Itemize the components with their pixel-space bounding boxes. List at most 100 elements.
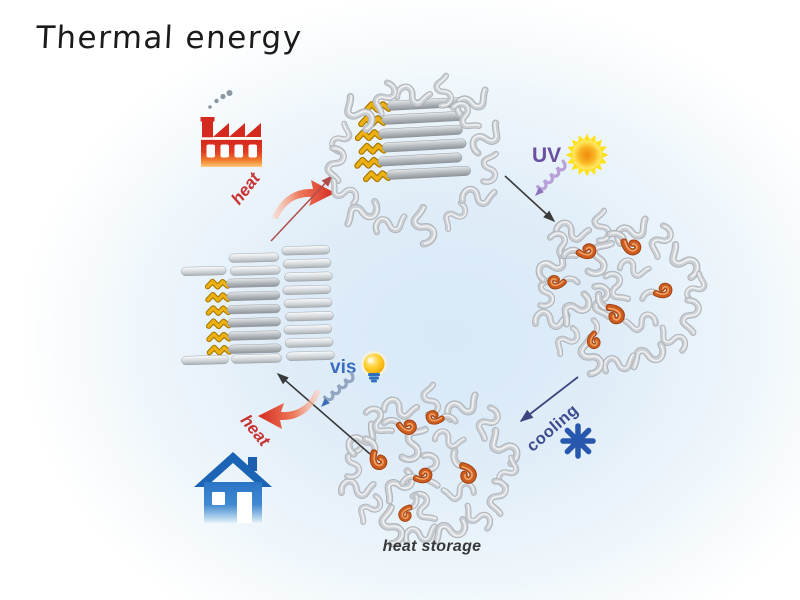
mesogen-rod [381,110,467,125]
house-icon [194,452,272,523]
azobenzene-zigzag [209,321,229,327]
mesogen-rod [282,258,332,269]
mesogen-rod [227,317,281,328]
switched-molecule [642,282,669,303]
molecule-squiggle [434,428,464,449]
sun-ray [567,146,575,153]
heat-storage-label: heat storage [383,538,482,555]
heat-input-arrow [272,180,335,219]
ordered-crystal [181,245,335,366]
light-bulb-icon [361,351,387,383]
mesogen-rod [226,277,280,288]
mesogen-rod [377,152,463,167]
molecule-squiggle [553,327,581,355]
sun-ray [594,139,603,148]
mesogen-rod [386,165,471,180]
crystallization-arrow [276,373,371,455]
azobenzene-zigzag [358,131,381,138]
sun-disc [572,140,602,170]
molecule-squiggle [647,225,674,258]
sun-ray [578,167,585,175]
molecule-squiggle [410,207,437,245]
molecule-squiggle [681,300,701,333]
uv-label: UV [532,144,561,167]
azobenzene-zigzag [366,172,389,179]
sun-ray [565,151,573,159]
molecule-squiggle [666,243,702,279]
molecule-squiggle [374,215,406,234]
sun-ray [571,139,580,148]
azobenzene-zigzag [361,145,384,152]
uv-photon-arrowhead [535,187,544,196]
sun-ray [567,157,575,164]
molecule-squiggle [443,481,474,501]
sun-ray [594,162,603,171]
sun-ray [589,167,596,175]
melting-transition-arrow [270,174,334,242]
sun-ray [583,169,591,177]
snowflake-icon [560,423,596,459]
mesogen-rod [181,355,229,366]
sun-icon [565,133,609,177]
switched-molecule [549,269,578,295]
molecule-squiggle [441,202,469,230]
mesogen-rod [281,245,330,256]
mesogen-rod [228,343,282,354]
azobenzene-zigzag [209,334,229,340]
mesogen-rod [228,252,280,263]
cooling-arrow [519,376,579,423]
molecule-squiggle [625,312,656,332]
mesogen-rod [286,350,335,361]
smoke-dot [220,93,226,100]
sun-ray [589,135,596,143]
sun-ray [583,133,591,141]
sun-ray [578,135,585,143]
azobenzene-zigzag [208,307,228,313]
azobenzene-zigzag [357,159,380,166]
sun-ray [599,157,607,164]
mesogen-rod [226,290,281,302]
molecule-cluster-bottom [341,384,521,544]
heat-release-arrow [258,390,321,429]
molecule-squiggle [558,293,593,326]
smoke-dot [226,90,233,96]
molecule-squiggle [619,257,649,278]
molecule-cluster-right [535,210,709,374]
molecule-squiggle [341,480,373,497]
molecule-squiggle [482,153,498,183]
azobenzene-zigzag [207,281,227,287]
molecule-squiggle [603,354,635,373]
smoke-dot [214,98,219,104]
heat-input-label: heat [227,168,264,208]
uv-transition-arrow [504,175,556,223]
vis-photon-arrowhead [321,398,330,407]
switched-molecule [445,451,479,482]
sun-ray [571,162,580,171]
molecule-squiggle [488,481,508,514]
mesogen-rod [283,324,332,335]
molecule-squiggle [462,188,494,205]
factory-icon [200,90,263,167]
mesogen-rod [227,304,281,315]
mesogen-rod [378,124,463,139]
switched-molecule [564,239,594,264]
mesogen-rod [285,311,334,322]
mesogen-rod [227,330,282,341]
azobenzene-zigzag [209,347,229,353]
molecule-squiggle [383,397,417,419]
smoke-dot [208,105,212,109]
molecule-squiggle [328,179,360,205]
mesogen-rod [282,284,331,295]
sun-ray [599,146,607,153]
azobenzene-zigzag [208,294,228,300]
molecule-squiggle [486,429,522,465]
snowflake-center [574,437,582,445]
sun-ray [601,151,609,159]
mesogen-rod [181,266,227,277]
mesogen-rod [230,265,281,276]
mesogen-rod [284,337,334,348]
mesogen-rod [284,271,333,282]
mesogen-rod [382,138,467,153]
